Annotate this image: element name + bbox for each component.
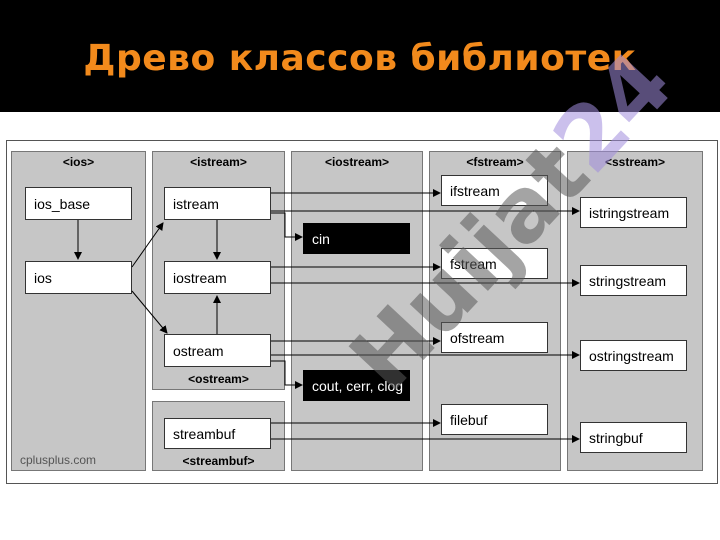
class-box-iostream: iostream	[164, 261, 271, 294]
class-box-ofstream: ofstream	[441, 322, 548, 353]
arrow-ostream-cout	[271, 360, 303, 389]
arrow-ios-istream	[131, 222, 164, 268]
class-box-istringstream: istringstream	[580, 197, 687, 228]
column-label-fstream: <fstream>	[466, 155, 524, 169]
column-label-ios: <ios>	[62, 155, 95, 169]
class-box-filebuf: filebuf	[441, 404, 548, 435]
inheritance-arrows	[74, 189, 580, 443]
column-iostream: <iostream>	[291, 151, 423, 471]
arrow-ios-ostream	[131, 290, 168, 334]
column-label-ostream: <ostream>	[188, 372, 249, 386]
class-box-stringbuf: stringbuf	[580, 422, 687, 453]
class-box-ostringstream: ostringstream	[580, 340, 687, 371]
column-label-iostream: <iostream>	[324, 155, 390, 169]
class-box-ifstream: ifstream	[441, 175, 548, 206]
class-diagram: <ios> <istream> <ostream> <streambuf> <i…	[6, 140, 718, 484]
class-box-ostream: ostream	[164, 334, 271, 367]
arrow-istream-cin	[271, 212, 303, 241]
class-box-istream: istream	[164, 187, 271, 220]
class-box-streambuf: streambuf	[164, 418, 271, 449]
class-box-ios-base: ios_base	[25, 187, 132, 220]
column-label-sstream: <sstream>	[604, 155, 666, 169]
class-box-stringstream: stringstream	[580, 265, 687, 296]
slide-header	[0, 0, 720, 112]
slide-title: Древо классов библиотек	[83, 38, 637, 79]
class-box-fstream: fstream	[441, 248, 548, 279]
class-box-ios: ios	[25, 261, 132, 294]
source-credit: cplusplus.com	[20, 453, 97, 467]
column-label-istream: <istream>	[190, 155, 247, 169]
column-label-streambuf: <streambuf>	[182, 454, 255, 468]
object-box-cin: cin	[303, 223, 410, 254]
object-box-cout-cerr-clog: cout, cerr, clog	[303, 370, 410, 401]
